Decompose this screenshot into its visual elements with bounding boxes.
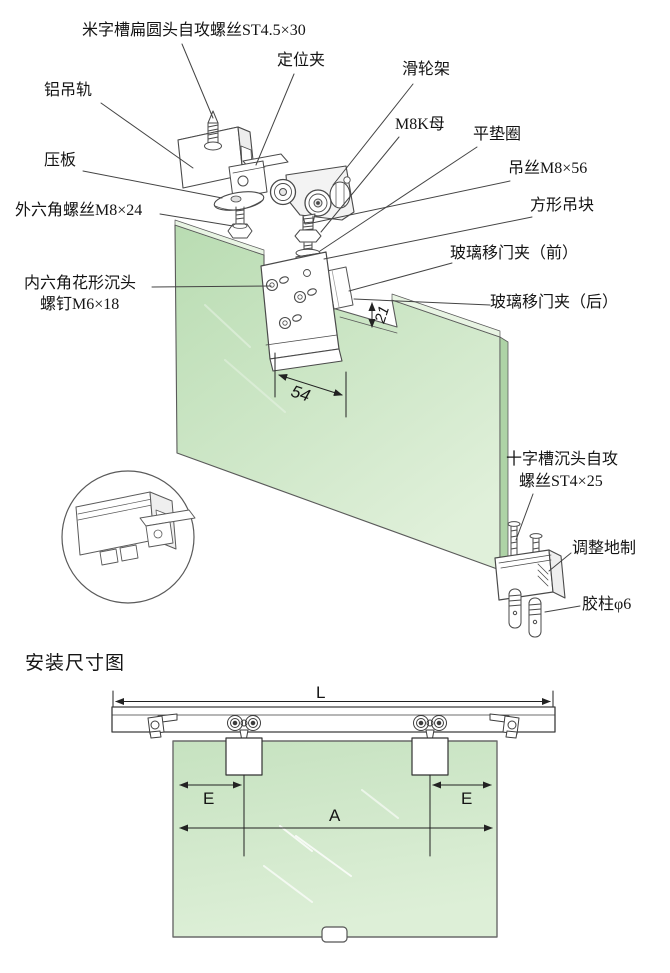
install-clamps [225,737,449,776]
install-end-stop-left [147,713,178,739]
rubber-pillars-part [508,588,542,638]
track-detail-inset [61,470,196,604]
dimension-54 [274,352,347,418]
floor-guide [321,926,348,943]
install-end-stop-right [489,713,520,739]
positioning-clip-part [228,153,289,199]
glass-clamp-front-part [260,251,343,372]
install-dimensions [179,774,493,857]
leader-lines [82,43,581,613]
glass-panel [174,219,509,576]
torx-screws [265,276,317,330]
install-track [111,706,556,733]
floor-adjuster-part [494,521,566,601]
hex-bolt-part [227,206,253,239]
self-tapping-screw-part [204,110,222,151]
pressure-plate-part [213,191,265,211]
